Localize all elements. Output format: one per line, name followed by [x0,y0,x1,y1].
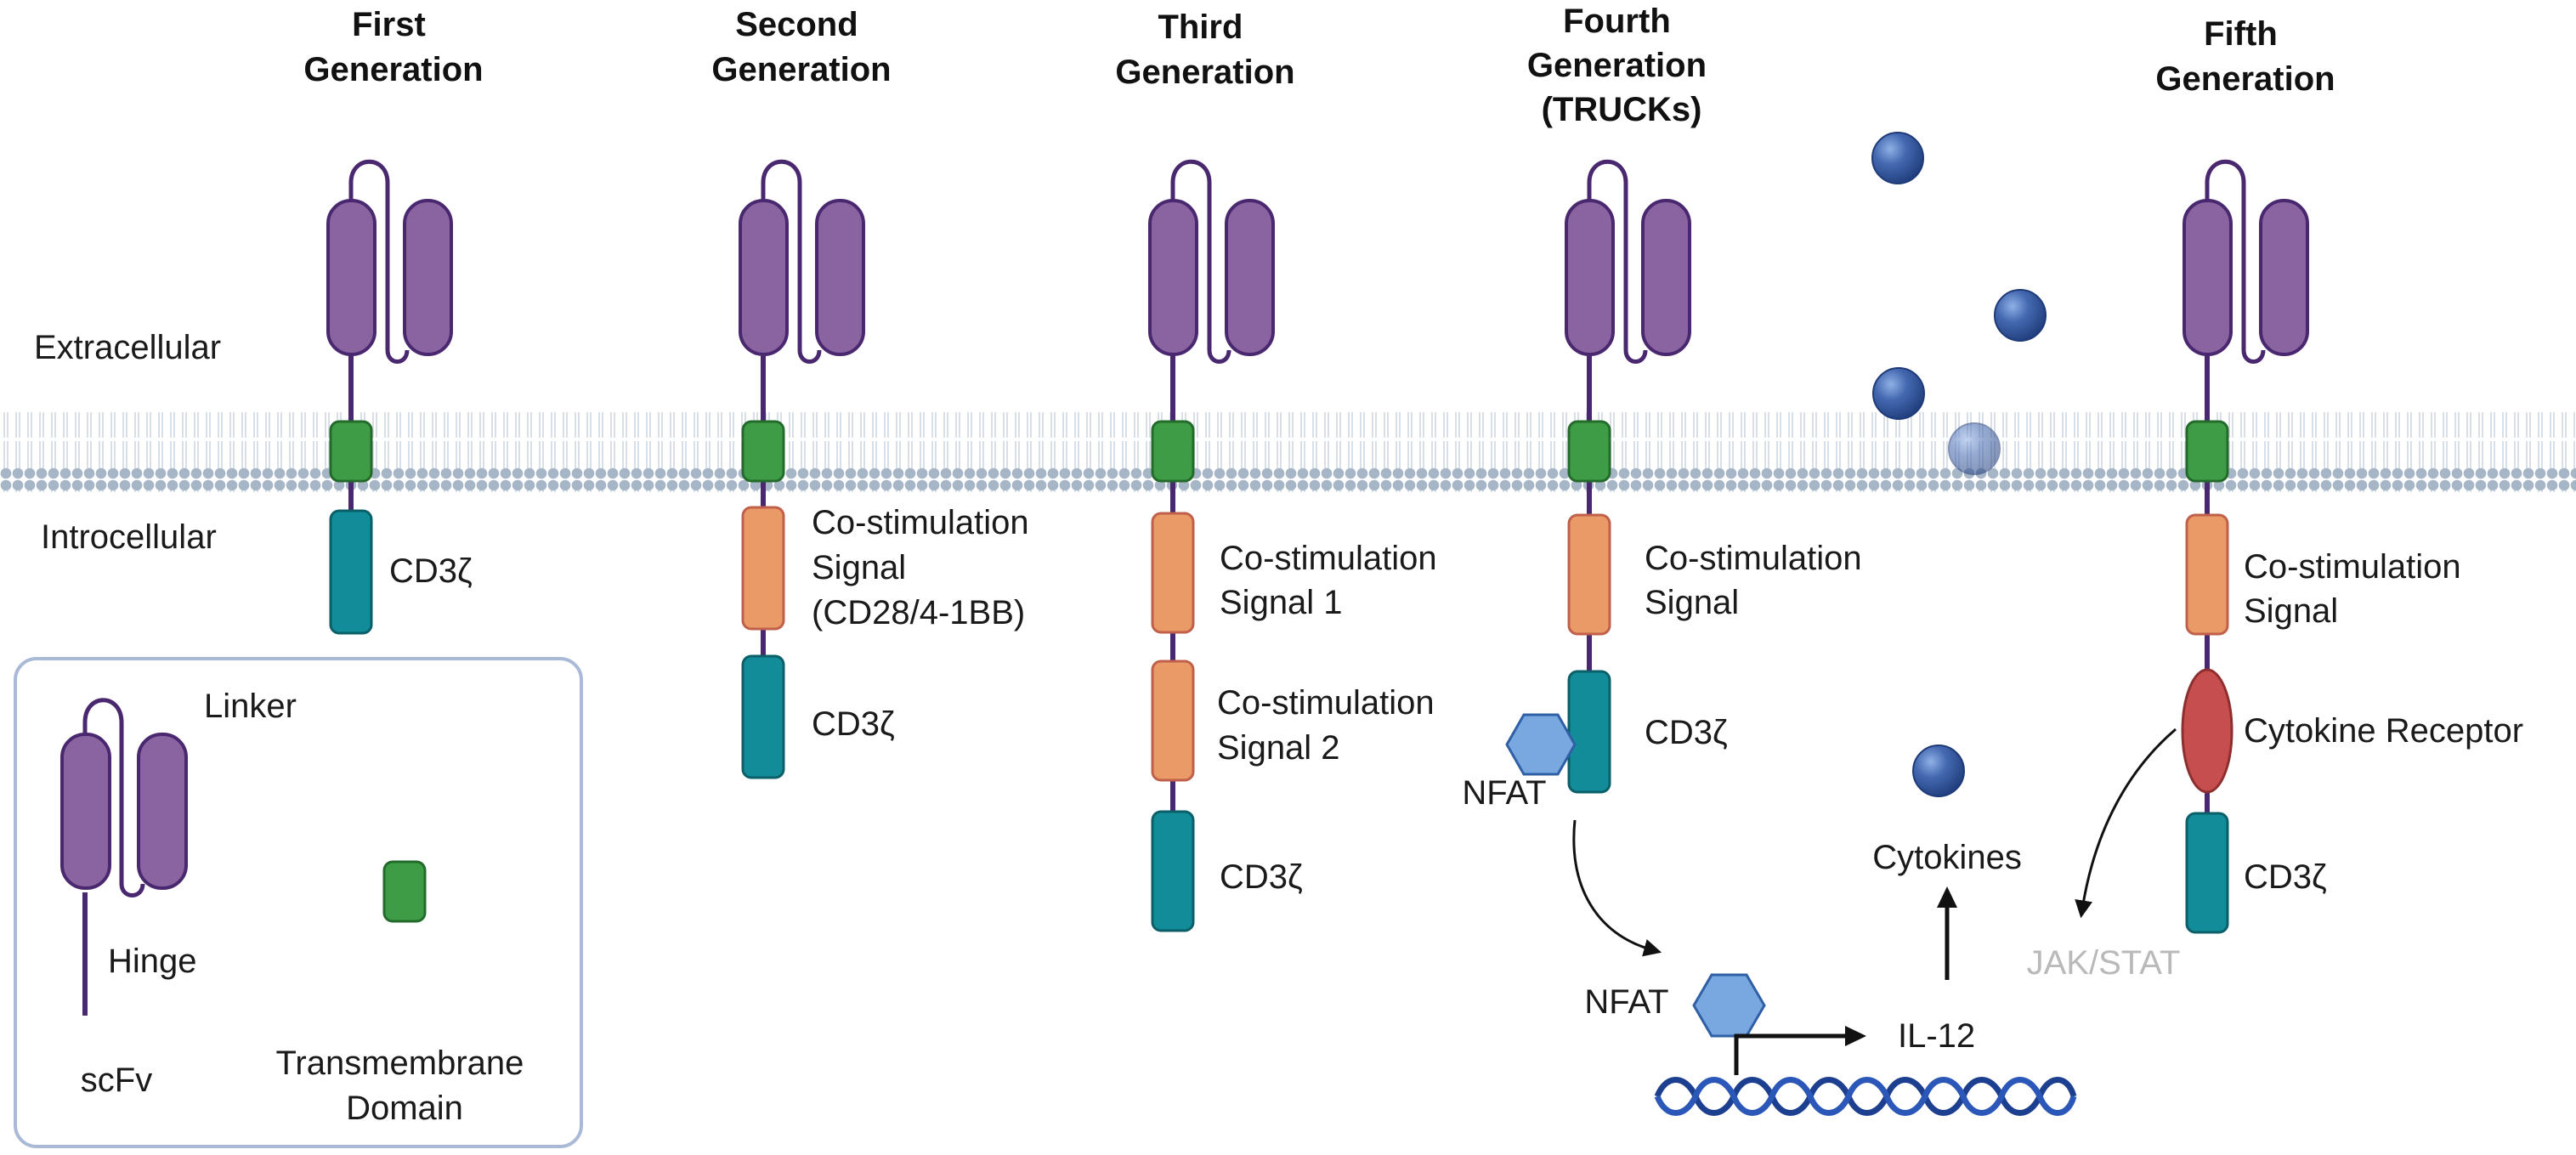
jak-stat-pathway: JAK/STAT [2027,728,2181,982]
gen5-title: Fifth Generation [2155,15,2335,98]
il12-label: IL-12 [1898,1017,1975,1055]
nuclear-nfat-label: NFAT [1584,983,1668,1021]
gen4-nfat-label: NFAT [1462,774,1546,812]
gen3-cd3z-domain [1151,810,1195,932]
gen2-car: Co-stimulation Signal (CD28/4-1BB) CD3ζ [739,159,1039,779]
cytokine-ball [1871,132,1924,184]
gen1-cd3z-label: CD3ζ [389,552,473,590]
secretion-arrowhead [1937,886,1957,908]
gen2-scfv-heavy [739,199,789,356]
gen5-cytokine-receptor-label: Cytokine Receptor [2244,712,2523,750]
gen5-transmembrane [2185,420,2229,483]
gen4-cd3z-domain [1567,670,1611,794]
gen4-costim-domain [1567,513,1611,636]
gen3-costim2-label: Co-stimulation Signal 2 [1217,684,1444,767]
transcription-arrowhead [1845,1026,1866,1046]
legend-box: Linker Hinge scFv Transmembrane Domain [14,657,583,1148]
legend-linker [82,698,145,897]
extracellular-label: Extracellular [34,329,221,366]
cytokine-ball [1872,367,1925,420]
nfat-translocation-arrow [1572,819,1662,957]
gen2-transmembrane [741,420,785,483]
gen3-scfv-heavy [1148,199,1198,356]
gen3-scfv-light [1225,199,1275,356]
gen3-costim2-domain [1151,660,1195,782]
gen4-scfv-heavy [1565,199,1615,356]
gen1-scfv-heavy [326,199,376,356]
jak-stat-label: JAK/STAT [2027,944,2181,982]
gen4-nfat-hexagon [1505,713,1577,776]
gen4-scfv-light [1641,199,1691,356]
gen4-cd3z-label: CD3ζ [1645,714,1728,751]
gen2-costim-domain [741,506,785,631]
truck-pathway: NFAT IL-12 Cytokines [1572,819,2077,1116]
legend-linker-label: Linker [204,688,297,725]
gen5-car: Co-stimulation Signal Cytokine Receptor … [2181,159,2523,934]
cytokine-molecules [1871,132,2047,797]
gen4-car: NFAT Co-stimulation Signal CD3ζ [1462,159,1871,812]
cytokine-ball-translucent [1948,422,2001,475]
gen5-costim-label: Co-stimulation Signal [2244,548,2471,630]
gen4-transmembrane [1567,420,1611,483]
gen5-scfv-heavy [2183,199,2233,356]
intracellular-label: Introcellular [41,518,217,556]
cytokine-ball [1912,745,1965,797]
gen5-cytokine-receptor [2181,668,2233,794]
gen5-cd3z-label: CD3ζ [2244,858,2327,896]
gen2-scfv-light [815,199,865,356]
gen2-costim-label: Co-stimulation Signal (CD28/4-1BB) [812,504,1039,631]
gen2-cd3z-domain [741,654,785,779]
legend-transmembrane-swatch [382,860,427,923]
gen1-cd3z-domain [329,509,373,635]
jak-stat-arrow [2075,728,2177,919]
gen1-transmembrane [329,420,373,483]
gen5-cd3z-domain [2185,812,2229,934]
gen2-cd3z-label: CD3ζ [812,705,895,743]
gen2-title: Second Generation [711,6,891,88]
gen5-costim-domain [2185,513,2229,636]
transcription-arrow [1734,1033,1853,1075]
gen3-car: Co-stimulation Signal 1 Co-stimulation S… [1148,159,1447,932]
gen1-title: First Generation [303,6,483,88]
gen4-title: Fourth Generation (TRUCKs) [1527,3,1716,128]
legend-transmembrane-label: Transmembrane Domain [275,1045,533,1127]
legend-hinge-label: Hinge [108,943,197,980]
cytokines-label: Cytokines [1872,839,2022,876]
gen3-transmembrane [1151,420,1195,483]
gen3-cd3z-label: CD3ζ [1220,858,1303,896]
gen3-title: Third Generation [1115,8,1294,91]
legend-scfv-heavy [60,733,111,890]
dna-double-helix [1654,1077,2077,1116]
gen4-costim-label: Co-stimulation Signal [1645,540,1871,621]
gen5-scfv-light [2259,199,2309,356]
legend-scfv-light [137,733,188,890]
nuclear-nfat-hexagon [1692,973,1766,1038]
gen1-car: CD3ζ [326,159,473,635]
legend-scfv-label: scFv [81,1062,152,1099]
cell-membrane [0,412,2576,492]
gen1-scfv-light [403,199,453,356]
cytokine-ball [1994,289,2047,342]
gen3-costim1-domain [1151,512,1195,634]
gen3-costim1-label: Co-stimulation Signal 1 [1220,540,1447,621]
